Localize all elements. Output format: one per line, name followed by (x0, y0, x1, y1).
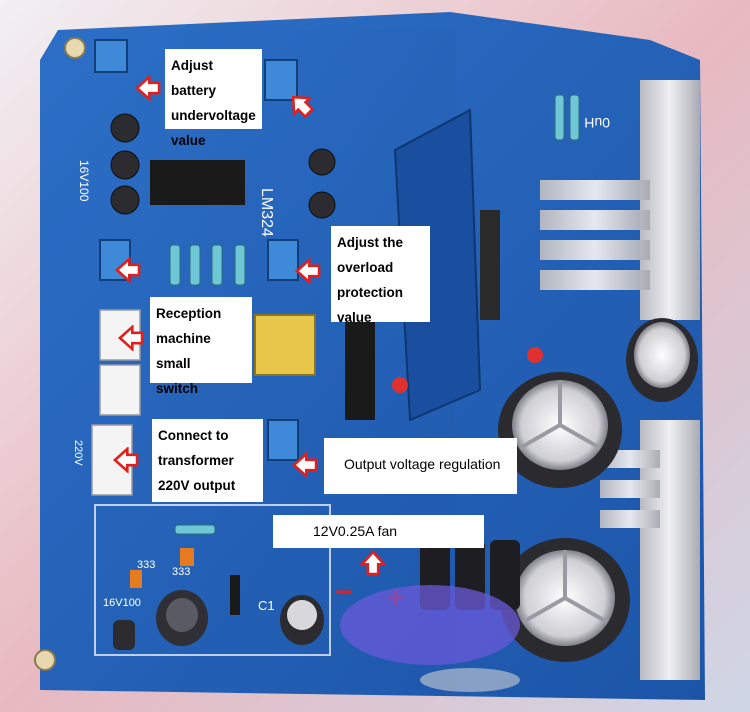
label-battery-undervoltage: Adjust battery undervoltage value (165, 49, 262, 148)
label-overload-line-2: overload (337, 260, 394, 275)
label-battery-line-1: Adjust battery (171, 58, 217, 98)
label-output-voltage: Output voltage regulation (324, 438, 517, 494)
silk-0uh: 0uH (584, 115, 610, 131)
label-reception-line-2: machine small (156, 331, 211, 371)
silk-220v: 220V (72, 440, 84, 466)
label-transformer-line-3: 220V output (158, 478, 236, 493)
label-reception-line-1: Reception (156, 306, 222, 321)
label-battery-line-2: undervoltage (171, 108, 256, 123)
label-overload-line-4: value (337, 310, 372, 325)
label-transformer-line-1: Connect to (158, 428, 229, 443)
label-transformer-output: Connect to transformer 220V output (152, 419, 263, 502)
silk-333-b: 333 (172, 566, 190, 578)
label-battery-line-3: value (171, 133, 206, 148)
label-overload-line-3: protection (337, 285, 403, 300)
label-fan: 12V0.25A fan (273, 515, 484, 548)
silk-16v100: 16V100 (77, 160, 91, 202)
label-overload-protection: Adjust the overload protection value (331, 226, 430, 325)
label-transformer-line-2: transformer (158, 453, 234, 468)
silk-16v100-bottom: 16V100 (103, 597, 141, 609)
fan-minus-mark: − (335, 576, 353, 609)
label-reception-line-3: switch (156, 381, 199, 396)
chip-label: LM324 (258, 188, 275, 237)
silk-c1: C1 (258, 598, 275, 613)
label-overload-line-1: Adjust the (337, 235, 403, 250)
silk-333-a: 333 (137, 559, 155, 571)
label-reception-switch: Reception machine small switch (150, 297, 252, 396)
